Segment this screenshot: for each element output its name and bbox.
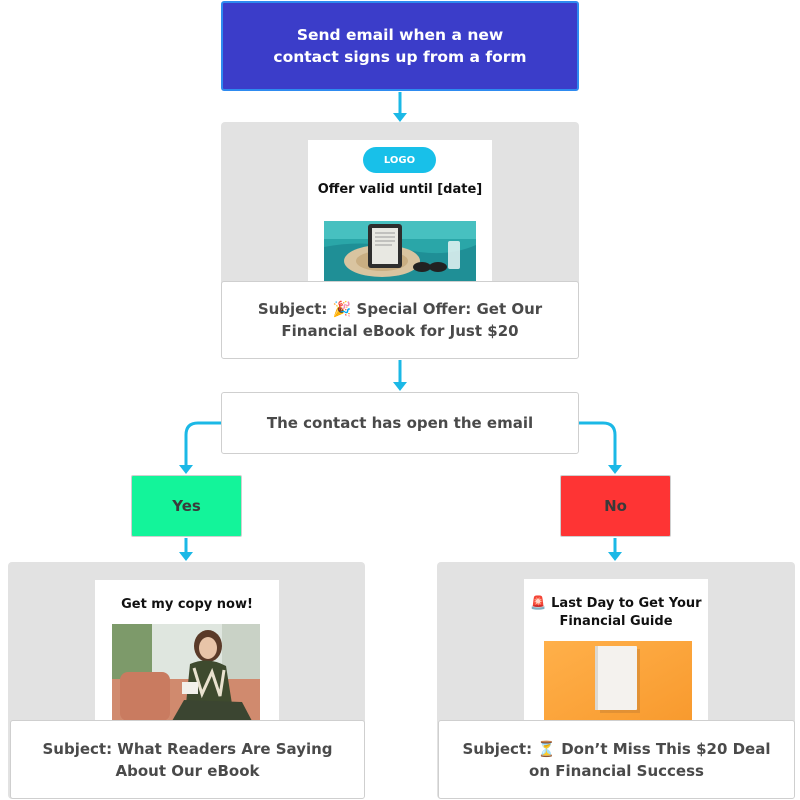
branch-yes-label: Yes [172, 497, 201, 515]
arrow-condition-to-yes [179, 421, 221, 474]
trigger-node[interactable]: Send email when a new contact signs up f… [221, 1, 579, 91]
arrow-trigger-to-email [393, 92, 407, 122]
trigger-label: Send email when a new contact signs up f… [273, 26, 527, 66]
condition-node[interactable]: The contact has open the email [221, 392, 579, 454]
email-preview-no: 🚨 Last Day to Get Your Financial Guide [524, 579, 708, 721]
branch-no[interactable]: No [560, 475, 671, 537]
preview-headline: Offer valid until [date] [317, 182, 483, 197]
book-on-orange-image [544, 641, 692, 721]
email-subject-yes: Subject: What Readers Are Saying About O… [10, 720, 365, 799]
logo-label: LOGO [383, 154, 416, 166]
subject-text: Subject: 🎉 Special Offer: Get Our Financ… [257, 300, 543, 340]
logo-badge: LOGO [363, 147, 436, 173]
arrow-condition-to-no [579, 421, 622, 474]
arrow-yes-to-email [179, 538, 193, 561]
preview-headline: Get my copy now! [121, 597, 253, 612]
subject-text: Subject: ⏳ Don’t Miss This $20 Deal on F… [462, 739, 771, 780]
arrow-email-to-condition [393, 360, 407, 391]
email-preview-main: LOGO Offer valid until [date] [308, 140, 492, 281]
condition-label: The contact has open the email [266, 414, 534, 432]
preview-headline: 🚨 Last Day to Get Your Financial Guide [530, 596, 702, 629]
branch-yes[interactable]: Yes [131, 475, 242, 537]
email-preview-yes: Get my copy now! [95, 580, 279, 721]
ereader-pool-image [324, 221, 476, 281]
arrow-no-to-email [608, 538, 622, 561]
branch-no-label: No [604, 497, 627, 515]
woman-reading-image [112, 624, 260, 721]
subject-text: Subject: What Readers Are Saying About O… [42, 739, 333, 780]
email-subject-no: Subject: ⏳ Don’t Miss This $20 Deal on F… [438, 720, 795, 799]
email-subject-main: Subject: 🎉 Special Offer: Get Our Financ… [221, 281, 579, 359]
